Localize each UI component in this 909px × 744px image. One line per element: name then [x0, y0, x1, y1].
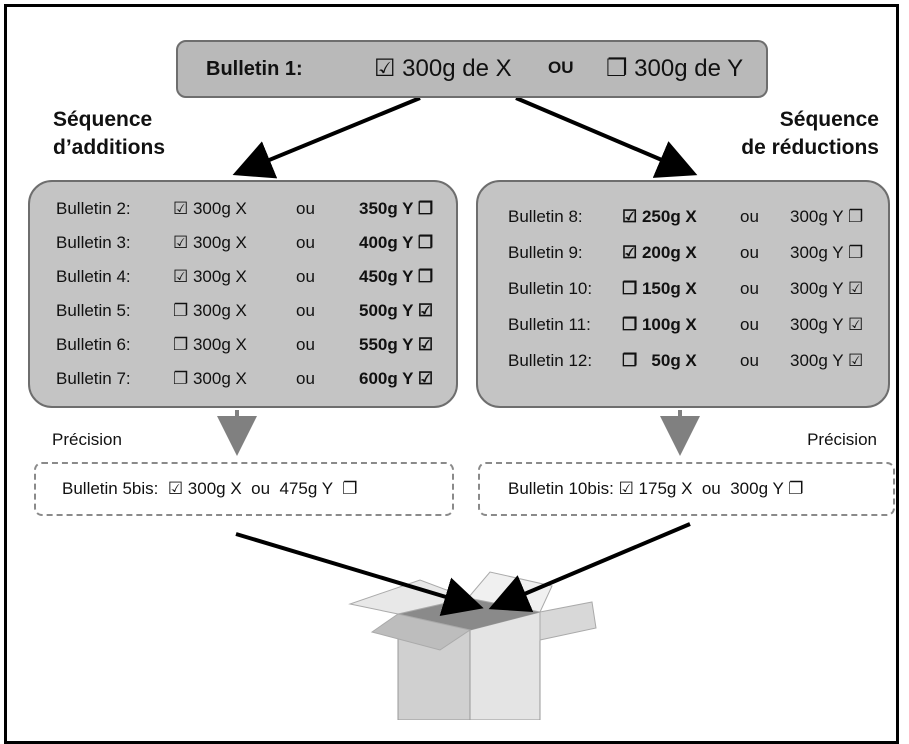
arrow-left-to-box: [235, 532, 484, 616]
bulletin-5bis-text: Bulletin 5bis: ☑ 300g X ou 475g Y ❐: [62, 479, 358, 498]
bulletin-1-box: Bulletin 1: ☑ 300g de X OU ❐ 300g de Y: [176, 40, 768, 98]
precision-label-left: Précision: [52, 430, 122, 449]
arrow-to-reductions: [515, 96, 698, 178]
bulletin-1-ou: OU: [548, 58, 574, 77]
additions-panel: Bulletin 2: ☑ 300g X ou 350g Y ❐ Bulleti…: [28, 180, 458, 408]
arrow-right-to-box: [488, 522, 691, 612]
precision-label-right: Précision: [807, 430, 877, 449]
bulletin-1-label: Bulletin 1:: [206, 58, 303, 80]
bulletin-1-option-b: ❐ 300g de Y: [606, 55, 744, 82]
arrows-layer: [217, 96, 700, 720]
bulletin-10bis-box: Bulletin 10bis: ☑ 175g X ou 300g Y ❐: [478, 462, 895, 516]
arrow-to-additions: [232, 96, 421, 179]
reductions-sequence-title: Séquence de réductions: [741, 108, 879, 159]
additions-sequence-title: Séquence d’additions: [53, 108, 165, 159]
reductions-panel: Bulletin 8: ☑ 250g X ou 300g Y ❐ Bulleti…: [476, 180, 890, 408]
bulletin-1-option-a: ☑ 300g de X: [374, 55, 512, 82]
open-box-icon: [348, 571, 597, 720]
bulletin-10bis-text: Bulletin 10bis: ☑ 175g X ou 300g Y ❐: [508, 479, 804, 498]
bulletin-5bis-box: Bulletin 5bis: ☑ 300g X ou 475g Y ❐: [34, 462, 454, 516]
